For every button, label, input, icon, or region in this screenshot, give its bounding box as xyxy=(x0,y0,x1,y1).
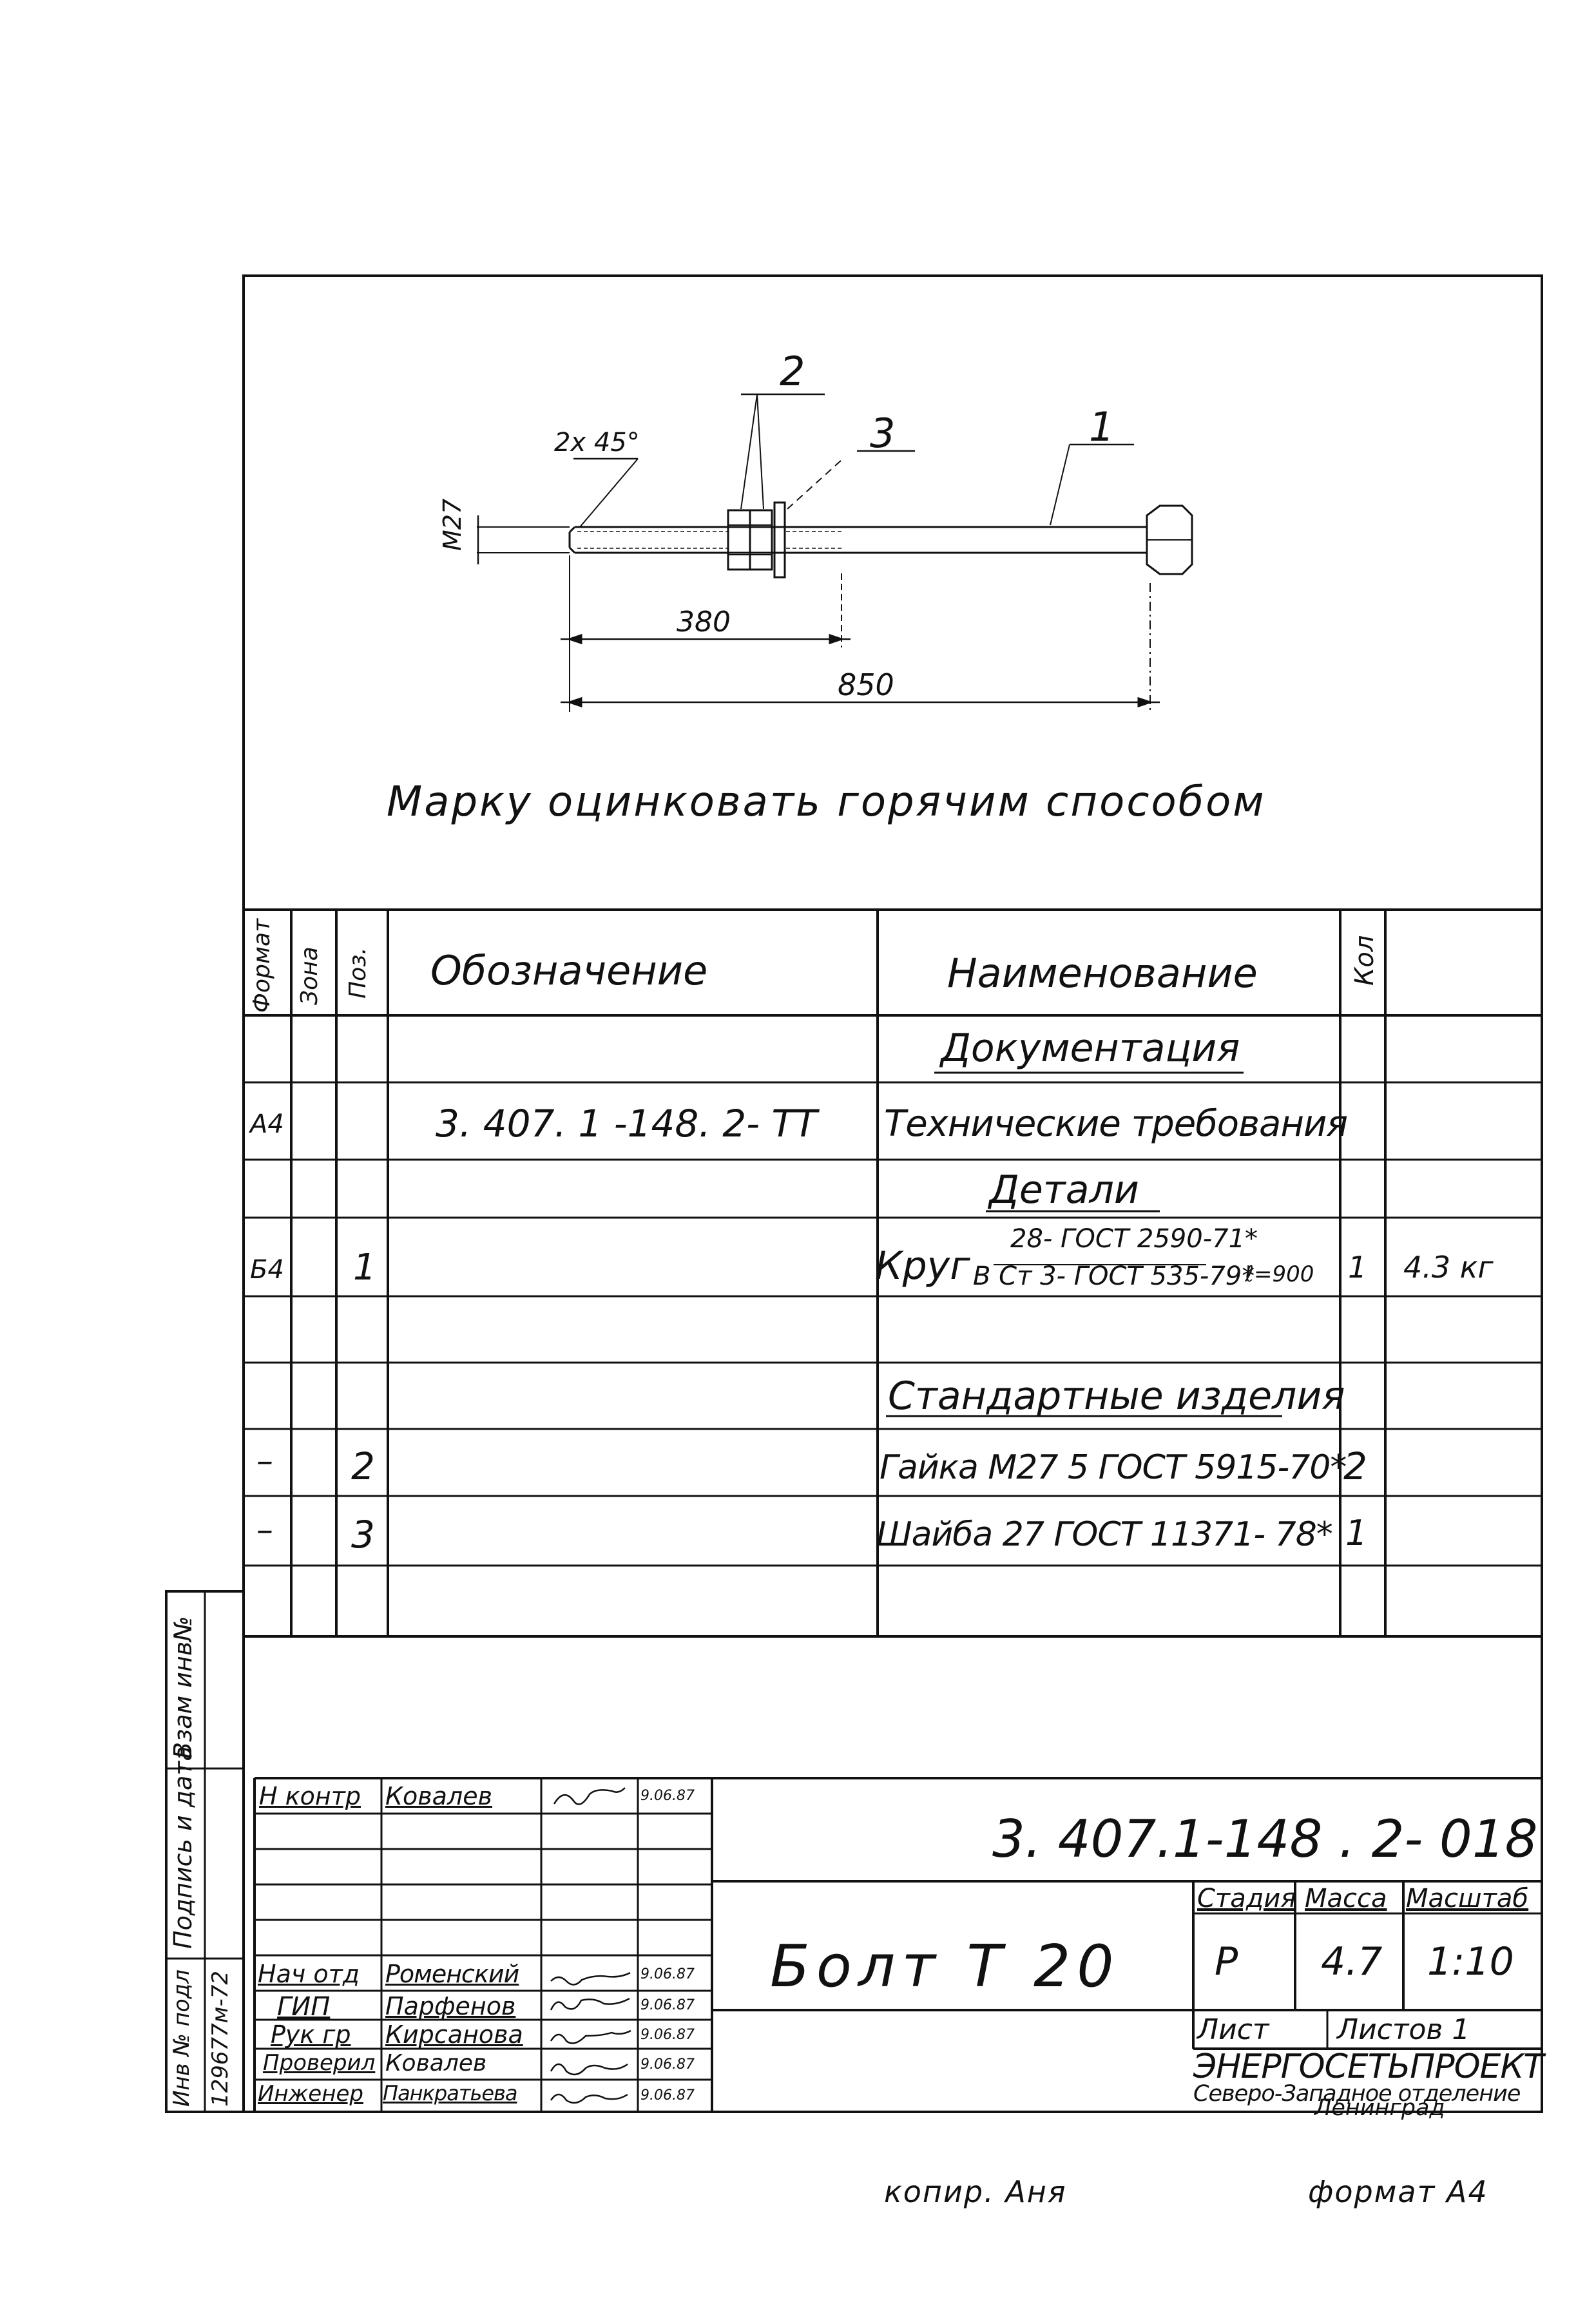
col-designation-header: Обозначение xyxy=(430,947,708,994)
sig-date: 9.06.87 xyxy=(640,2056,695,2073)
row-pos: 3 xyxy=(351,1513,375,1557)
title-sheets-label: Листов 1 xyxy=(1337,2013,1470,2046)
col-format-header: Формат xyxy=(249,918,275,1013)
footer-copied-by: копир. Аня xyxy=(884,2174,1067,2209)
footer-format: формат А4 xyxy=(1308,2174,1488,2209)
row-format: – xyxy=(256,1511,273,1549)
chamfer-label: 2x 45° xyxy=(554,428,640,457)
sig-name: Роменский xyxy=(385,1960,519,1988)
sig-role: Н контр xyxy=(259,1782,361,1810)
row-format: Б4 xyxy=(250,1255,284,1285)
row-name-top: 28- ГОСТ 2590-71* xyxy=(1010,1224,1258,1254)
sig-date: 9.06.87 xyxy=(640,1788,695,1804)
callout-1: 1 xyxy=(1089,403,1115,450)
sig-role: Рук гр xyxy=(271,2020,351,2049)
sig-date: 9.06.87 xyxy=(640,1966,695,1982)
sig-date: 9.06.87 xyxy=(640,2087,695,2104)
section-documentation: Документация xyxy=(941,1026,1240,1071)
bolt-drawing xyxy=(477,393,1193,712)
row-name: Технические требования xyxy=(884,1103,1348,1145)
title-sheet-label: Лист xyxy=(1197,2013,1269,2046)
thread-label: M27 xyxy=(438,498,466,551)
org-dept: Северо-Западное отделение xyxy=(1193,2081,1521,2107)
row-qty: 1 xyxy=(1348,1250,1367,1285)
title-scale-value: 1:10 xyxy=(1427,1939,1514,1984)
sig-role: ГИП xyxy=(277,1992,331,2022)
row-name: Шайба 27 ГОСТ 11371- 78* xyxy=(876,1515,1333,1554)
section-details: Детали xyxy=(989,1167,1139,1212)
title-item-name: Болт Т 20 xyxy=(770,1933,1120,2000)
row-qty: 1 xyxy=(1345,1513,1368,1553)
row-name: Гайка М27 5 ГОСТ 5915-70* xyxy=(880,1448,1347,1487)
sig-role: Проверил xyxy=(263,2050,376,2076)
title-scale-label: Масштаб xyxy=(1406,1884,1529,1913)
sig-name: Ковалев xyxy=(385,2050,487,2076)
sig-date: 9.06.87 xyxy=(640,1997,695,2013)
org-name: ЭНЕРГОСЕТЬПРОЕКТ xyxy=(1193,2047,1544,2086)
col-pos-header: Поз. xyxy=(345,947,371,999)
galvanize-note: Марку оцинковать горячим способом xyxy=(387,778,1266,826)
side-inv-value: 129677м-72 xyxy=(207,1971,233,2107)
sig-name: Ковалев xyxy=(385,1782,492,1810)
side-signature-date: Подпись и дата xyxy=(169,1746,197,1949)
col-name-header: Наименование xyxy=(947,950,1258,997)
row-qty: 2 xyxy=(1343,1444,1367,1488)
row-name-suffix: ℓ=900 xyxy=(1245,1261,1314,1287)
sig-role: Инженер xyxy=(258,2081,363,2107)
row-pos: 2 xyxy=(351,1444,375,1488)
row-pos: 1 xyxy=(353,1247,376,1289)
sig-name: Панкратьева xyxy=(383,2081,517,2105)
side-inv-podl: Инв № подл xyxy=(169,1969,195,2107)
signature-marks xyxy=(550,1787,631,2104)
sig-name: Кирсанова xyxy=(385,2020,523,2049)
sig-date: 9.06.87 xyxy=(640,2027,695,2043)
col-qty-header: Кол xyxy=(1350,935,1380,986)
org-city: Ленинград xyxy=(1314,2095,1445,2121)
row-format: – xyxy=(256,1442,273,1481)
title-mass-label: Масса xyxy=(1305,1884,1387,1913)
row-format: А4 xyxy=(250,1109,284,1139)
sig-name: Парфенов xyxy=(385,1992,516,2020)
dim-850: 850 xyxy=(838,667,894,702)
callout-2: 2 xyxy=(780,348,805,395)
section-standard-items: Стандартные изделия xyxy=(888,1374,1345,1419)
title-doc-number: 3. 407.1-148 . 2- 018 xyxy=(992,1809,1538,1869)
row-note: 4.3 кг xyxy=(1403,1250,1494,1285)
callout-3: 3 xyxy=(870,410,896,457)
side-vzam-inv: Взам инв№ xyxy=(169,1616,197,1759)
row-designation: 3. 407. 1 -148. 2- ТТ xyxy=(436,1102,818,1145)
title-mass-value: 4.7 xyxy=(1321,1939,1383,1984)
row-name: Круг xyxy=(875,1243,970,1289)
row-name-bottom: В Ст 3- ГОСТ 535-79* xyxy=(973,1261,1255,1291)
sig-role: Нач отд xyxy=(258,1960,360,1988)
title-stage-value: Р xyxy=(1215,1939,1238,1984)
col-zone-header: Зона xyxy=(296,946,323,1005)
dim-380: 380 xyxy=(677,606,731,638)
title-stage-label: Стадия xyxy=(1197,1884,1296,1913)
sheet-frame xyxy=(242,274,1543,2113)
